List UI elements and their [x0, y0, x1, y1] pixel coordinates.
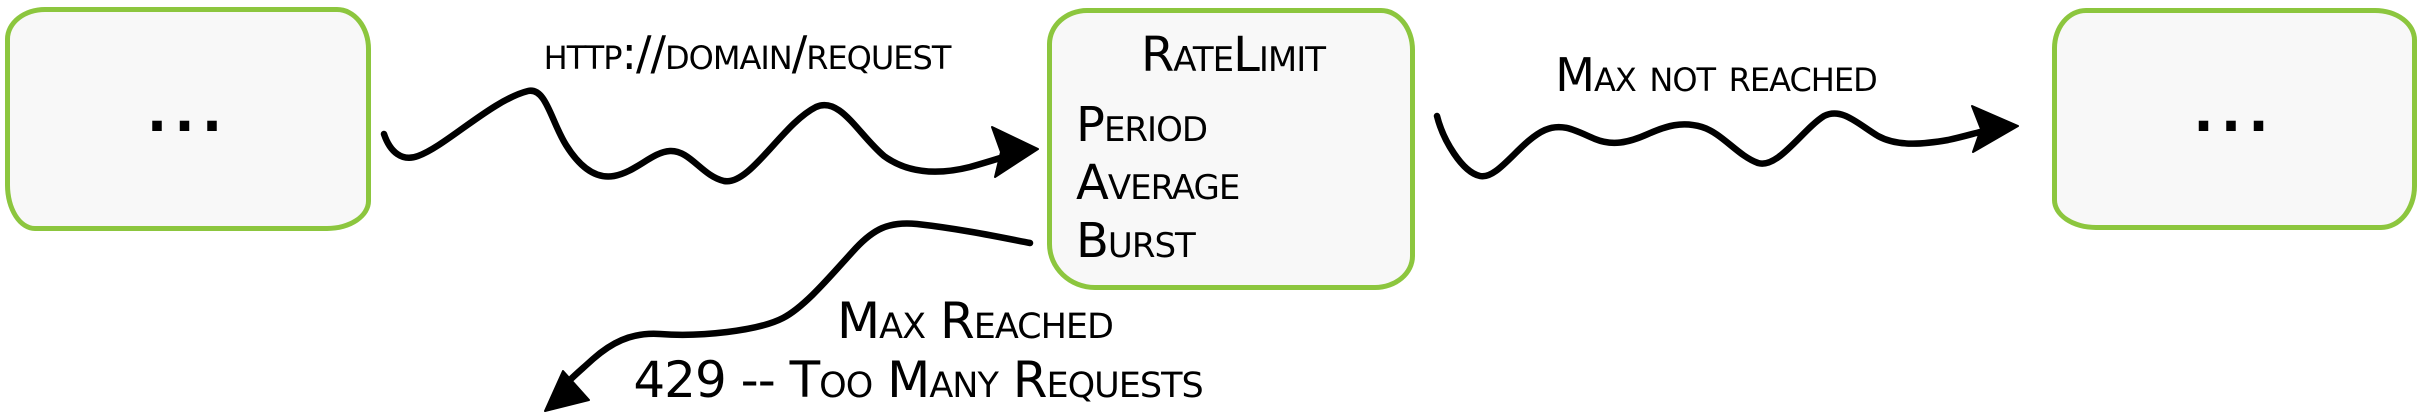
status-429-label: 429 -- Too Many Requests — [633, 351, 1203, 409]
max-reached-arrow — [544, 220, 1034, 412]
rate-limit-node: RateLimit Period Average Burst — [1047, 8, 1415, 290]
rate-limit-title: RateLimit — [1140, 27, 1326, 83]
left-node: ... — [5, 7, 371, 231]
max-not-reached-arrowhead — [1971, 105, 2019, 153]
max-not-reached-edge-label: Max not reached — [1555, 48, 1877, 102]
request-edge-label: http://domain/request — [543, 26, 952, 80]
right-node: ... — [2052, 8, 2417, 230]
request-arrowhead — [991, 126, 1039, 178]
right-node-ellipsis: ... — [2193, 81, 2276, 144]
rate-limit-field-burst: Burst — [1076, 213, 1196, 269]
rate-limit-fields: Period Average Burst — [1076, 96, 1390, 270]
max-not-reached-arrow — [1433, 105, 2019, 180]
max-reached-arrowhead — [544, 370, 590, 412]
rate-limit-field-period: Period — [1076, 97, 1208, 153]
left-node-ellipsis: ... — [146, 81, 230, 144]
request-arrow — [380, 87, 1039, 185]
rate-limit-field-average: Average — [1076, 155, 1240, 211]
max-reached-edge-label: Max Reached — [837, 292, 1114, 350]
